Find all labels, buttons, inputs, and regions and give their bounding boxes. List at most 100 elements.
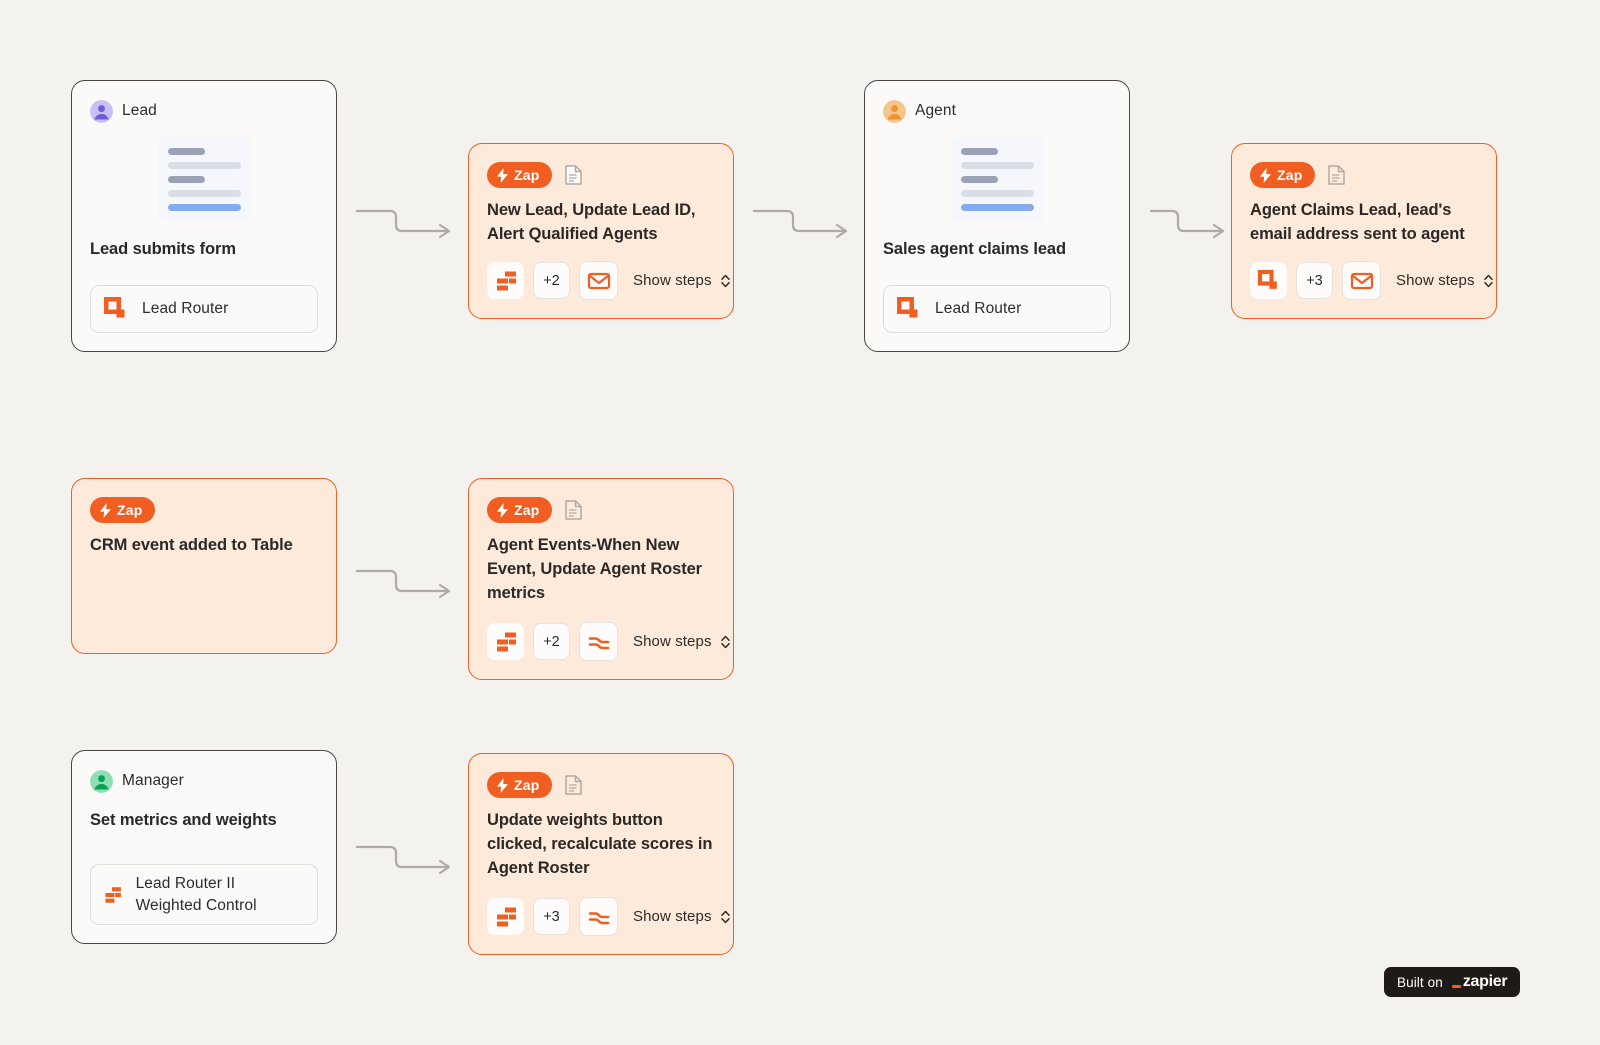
zapier-tables-icon xyxy=(496,632,516,651)
thumb-bar xyxy=(167,176,206,183)
form-thumbnail xyxy=(157,137,251,222)
show-steps-label: Show steps xyxy=(633,633,712,650)
app-chip-lead-router[interactable]: Lead Router xyxy=(90,285,318,333)
step-tile-email[interactable] xyxy=(1342,261,1381,300)
step-tile-interfaces[interactable] xyxy=(579,897,618,936)
steps-row: +2 Show steps xyxy=(487,622,731,661)
zap-badge-label: Zap xyxy=(514,502,540,518)
steps-row: +3 Show steps xyxy=(1250,261,1494,300)
show-steps-toggle[interactable]: Show steps xyxy=(633,633,731,650)
zap-badge[interactable]: Zap xyxy=(487,772,552,798)
node-title: Update weights button clicked, recalcula… xyxy=(487,811,713,877)
thumb-bar xyxy=(167,162,241,169)
thumb-bar xyxy=(960,176,999,183)
app-chip-lead-router-weighted[interactable]: Lead Router II Weighted Control xyxy=(90,864,318,925)
node-sales-agent-claims-lead[interactable]: Agent Sales agent claims lead Lead Route… xyxy=(864,80,1130,352)
document-icon[interactable] xyxy=(564,500,582,520)
step-tile-tables[interactable] xyxy=(487,262,524,299)
step-count-badge[interactable]: +3 xyxy=(533,898,570,935)
chevron-updown-icon xyxy=(720,274,730,287)
node-set-metrics-weights[interactable]: Manager Set metrics and weights Lead Rou… xyxy=(71,750,337,944)
chevron-updown-icon xyxy=(720,635,730,648)
app-chip-label: Lead Router II Weighted Control xyxy=(135,875,257,914)
chevron-updown-icon xyxy=(720,910,730,923)
connector-arrow xyxy=(1150,209,1225,239)
lightning-bolt-icon xyxy=(497,167,508,183)
zap-badge[interactable]: Zap xyxy=(90,497,155,523)
app-chip-label: Lead Router xyxy=(935,300,1022,318)
envelope-icon xyxy=(1350,272,1373,289)
node-lead-submits-form[interactable]: Lead Lead submits form Lead Router xyxy=(71,80,337,352)
zap-badge[interactable]: Zap xyxy=(487,162,552,188)
thumb-submit-bar xyxy=(960,204,1034,211)
zap-header-row: Zap xyxy=(487,497,715,523)
thumb-bar xyxy=(167,190,241,197)
zapier-brand-label: zapier xyxy=(1462,973,1508,990)
chevron-updown-icon xyxy=(1483,274,1493,287)
lightning-bolt-icon xyxy=(100,502,111,518)
step-tile-tables[interactable] xyxy=(487,623,524,660)
show-steps-label: Show steps xyxy=(633,272,712,289)
show-steps-toggle[interactable]: Show steps xyxy=(633,272,731,289)
node-update-weights-zap[interactable]: Zap Update weights button clicked, recal… xyxy=(468,753,734,955)
zapier-tables-icon xyxy=(496,271,516,290)
zap-badge[interactable]: Zap xyxy=(1250,162,1315,188)
node-new-lead-zap[interactable]: Zap New Lead, Update Lead ID, Alert Qual… xyxy=(468,143,734,319)
zapier-dash-icon xyxy=(1451,985,1461,988)
envelope-icon xyxy=(587,272,610,289)
step-count-badge[interactable]: +2 xyxy=(533,623,570,660)
lead-router-icon xyxy=(897,297,918,318)
thumb-bar xyxy=(167,148,206,155)
lead-router-icon xyxy=(104,297,125,318)
zap-header-row: Zap xyxy=(487,772,715,798)
zapier-wordmark: zapier xyxy=(1451,973,1508,991)
thumb-bar xyxy=(960,162,1034,169)
persona-manager: Manager xyxy=(90,769,318,793)
zap-header-row: Zap xyxy=(90,497,318,523)
zapier-interfaces-icon xyxy=(588,911,609,924)
zap-badge[interactable]: Zap xyxy=(487,497,552,523)
node-agent-events-zap[interactable]: Zap Agent Events-When New Event, Update … xyxy=(468,478,734,680)
document-icon[interactable] xyxy=(564,775,582,795)
node-crm-event-added[interactable]: Zap CRM event added to Table xyxy=(71,478,337,654)
show-steps-toggle[interactable]: Show steps xyxy=(633,908,731,925)
lightning-bolt-icon xyxy=(1260,167,1271,183)
zapier-interfaces-icon xyxy=(588,636,609,649)
app-chip-lead-router[interactable]: Lead Router xyxy=(883,285,1111,333)
step-tile-email[interactable] xyxy=(579,261,618,300)
zapier-tables-icon xyxy=(496,907,516,926)
lightning-bolt-icon xyxy=(497,777,508,793)
node-title: Set metrics and weights xyxy=(90,811,277,829)
persona-label: Agent xyxy=(915,102,957,119)
person-avatar-icon xyxy=(883,99,906,123)
connector-arrow xyxy=(356,845,451,875)
step-tile-lead-router[interactable] xyxy=(1250,262,1287,299)
node-agent-claims-lead-zap[interactable]: Zap Agent Claims Lead, lead's email addr… xyxy=(1231,143,1497,319)
built-on-label: Built on xyxy=(1397,974,1443,990)
zap-badge-label: Zap xyxy=(1277,167,1303,183)
node-title: CRM event added to Table xyxy=(90,536,293,554)
zap-header-row: Zap xyxy=(487,162,715,188)
built-on-zapier-badge[interactable]: Built on zapier xyxy=(1384,967,1521,997)
node-title: Lead submits form xyxy=(90,240,236,258)
steps-row: +3 Show steps xyxy=(487,897,731,936)
step-tile-interfaces[interactable] xyxy=(579,622,618,661)
person-avatar-icon xyxy=(90,99,113,123)
connector-arrow xyxy=(753,209,848,239)
connector-arrow xyxy=(356,569,451,599)
steps-row: +2 Show steps xyxy=(487,261,731,300)
step-count-badge[interactable]: +2 xyxy=(533,262,570,299)
document-icon[interactable] xyxy=(1327,165,1345,185)
form-thumbnail xyxy=(950,137,1044,222)
thumb-submit-bar xyxy=(167,204,241,211)
node-title: New Lead, Update Lead ID, Alert Qualifie… xyxy=(487,201,696,243)
zap-badge-label: Zap xyxy=(117,502,143,518)
zap-badge-label: Zap xyxy=(514,777,540,793)
step-tile-tables[interactable] xyxy=(487,898,524,935)
zap-badge-label: Zap xyxy=(514,167,540,183)
step-count-badge[interactable]: +3 xyxy=(1296,262,1333,299)
show-steps-toggle[interactable]: Show steps xyxy=(1396,272,1494,289)
document-icon[interactable] xyxy=(564,165,582,185)
show-steps-label: Show steps xyxy=(633,908,712,925)
